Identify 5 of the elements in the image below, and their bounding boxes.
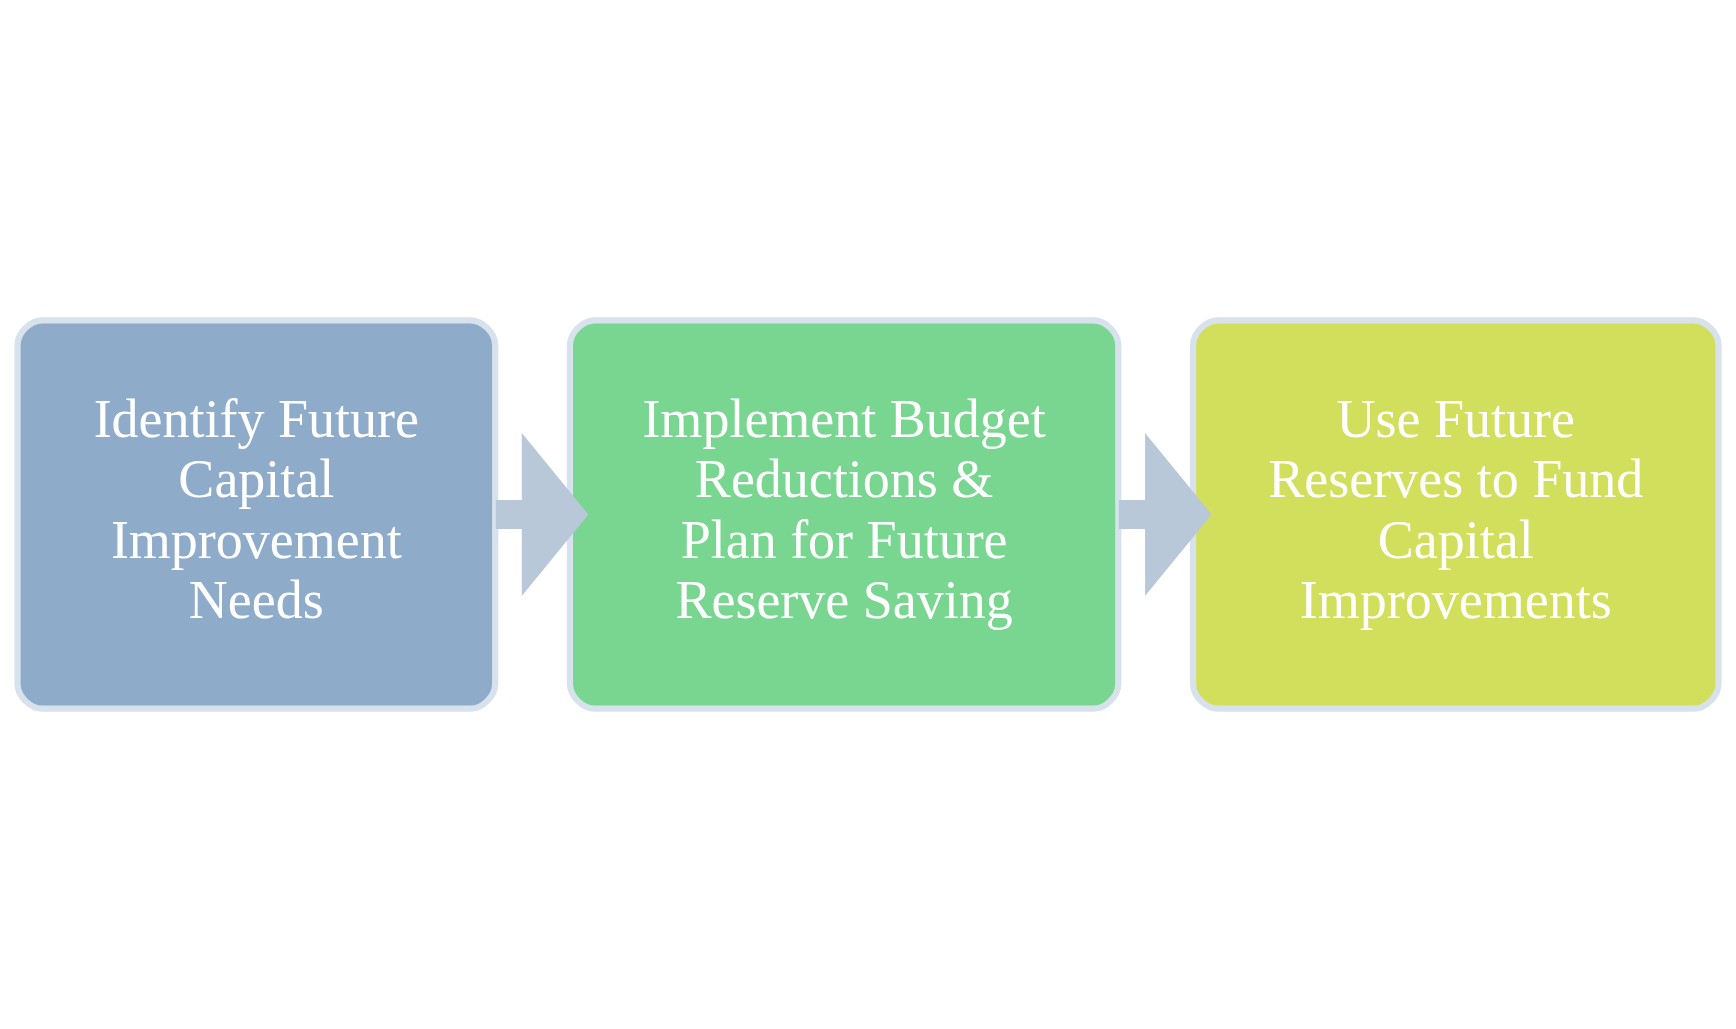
arrow xyxy=(495,433,589,596)
arrow xyxy=(1118,433,1212,596)
node-box: Identify Future Capital Improvement Needs xyxy=(14,317,499,712)
node-box: Use Future Reserves to Fund Capital Improvements xyxy=(1189,317,1722,712)
node-box: Implement Budget Reductions & Plan for Future Reserve Saving xyxy=(566,317,1122,712)
